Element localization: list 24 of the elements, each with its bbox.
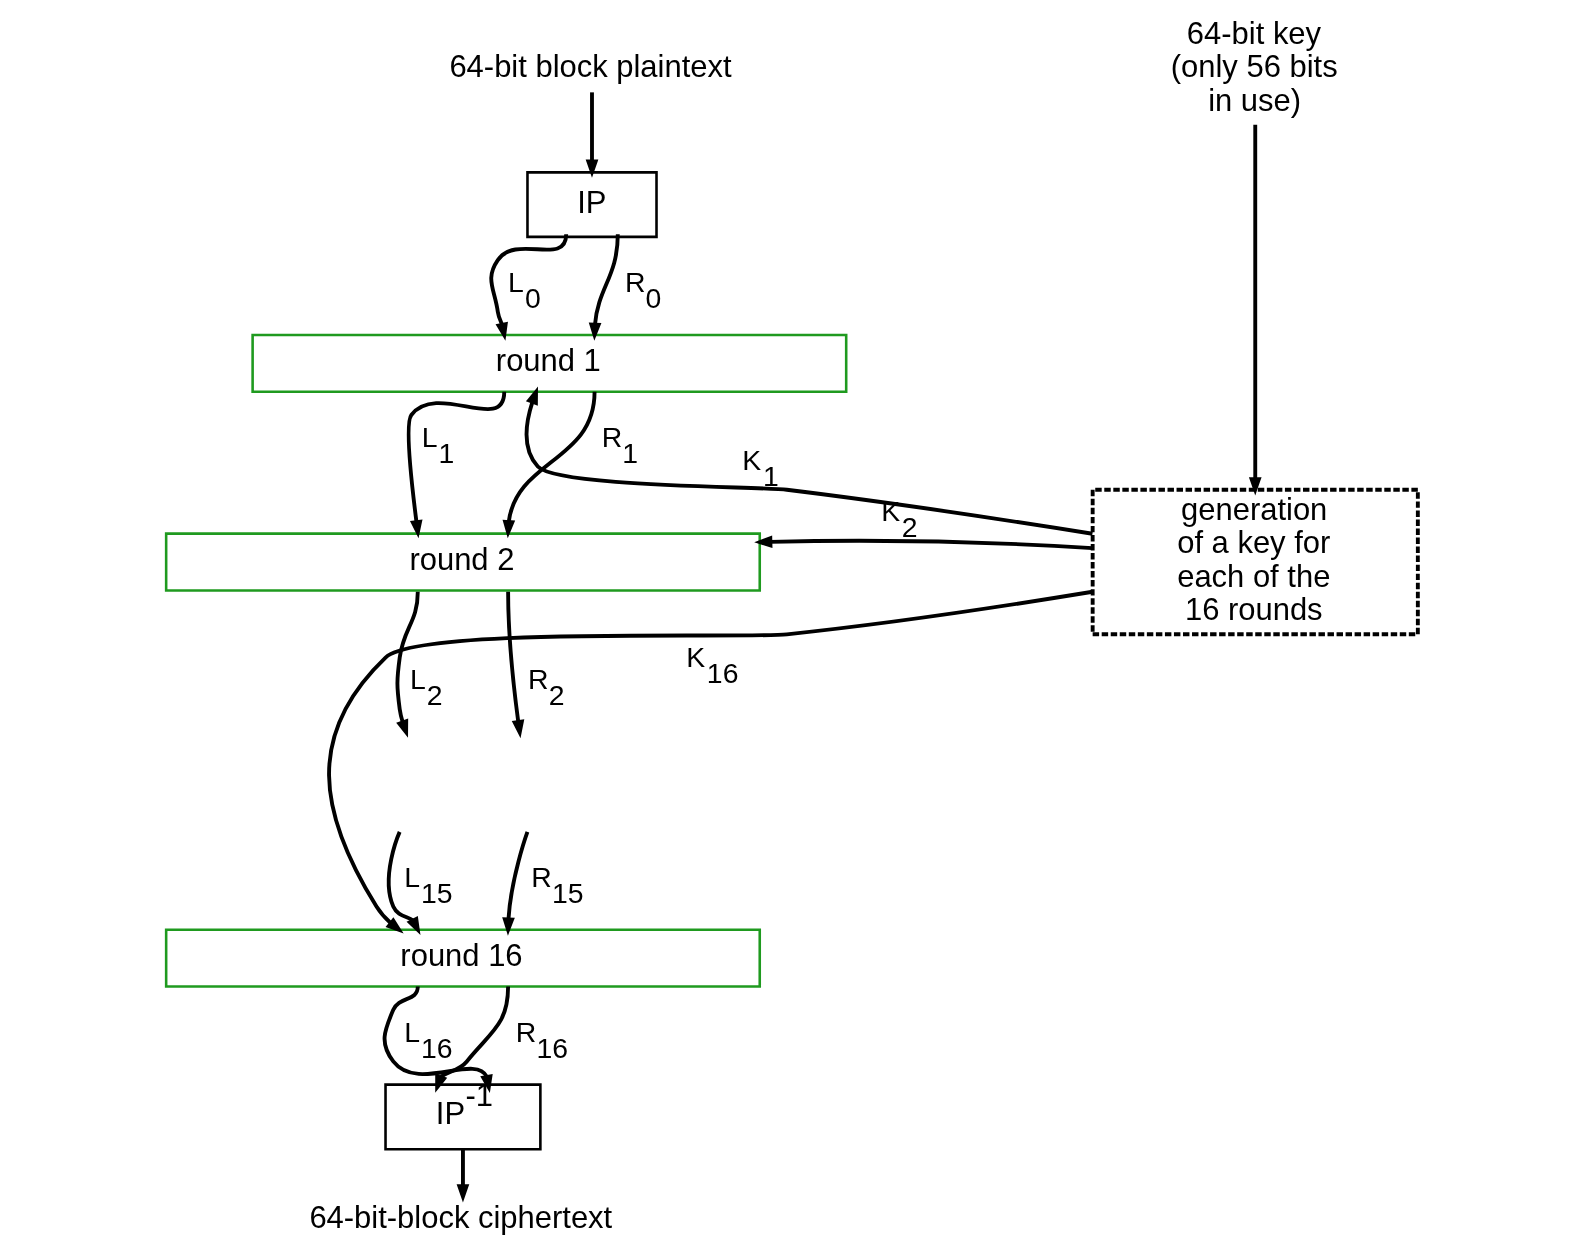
arrow <box>434 986 510 1093</box>
arrow <box>395 591 420 738</box>
arrow <box>488 234 568 341</box>
arrow <box>753 535 1092 551</box>
node-box: round 1 <box>250 333 847 393</box>
arrow <box>505 591 524 739</box>
arrow <box>501 831 529 936</box>
arrow <box>588 234 620 341</box>
node-box: round 16 <box>164 928 761 988</box>
arrow <box>382 986 493 1093</box>
arrow <box>456 1149 469 1203</box>
arrow <box>326 589 1093 934</box>
arrow <box>386 831 420 935</box>
arrow <box>1248 124 1262 496</box>
arrow <box>502 391 596 539</box>
arrow <box>406 391 506 539</box>
node-box: round 2 <box>164 532 761 592</box>
arrow <box>585 92 598 178</box>
arrow <box>524 386 1093 536</box>
node-box: generation of a key for each of the 16 rounds <box>1090 487 1420 637</box>
node-text: 64-bit block plaintext <box>448 49 732 85</box>
node-text: 64-bit key (only 56 bits in use) <box>1170 15 1338 118</box>
node-text: 64-bit-block ciphertext <box>308 1200 612 1236</box>
node-box: IP <box>525 171 658 239</box>
